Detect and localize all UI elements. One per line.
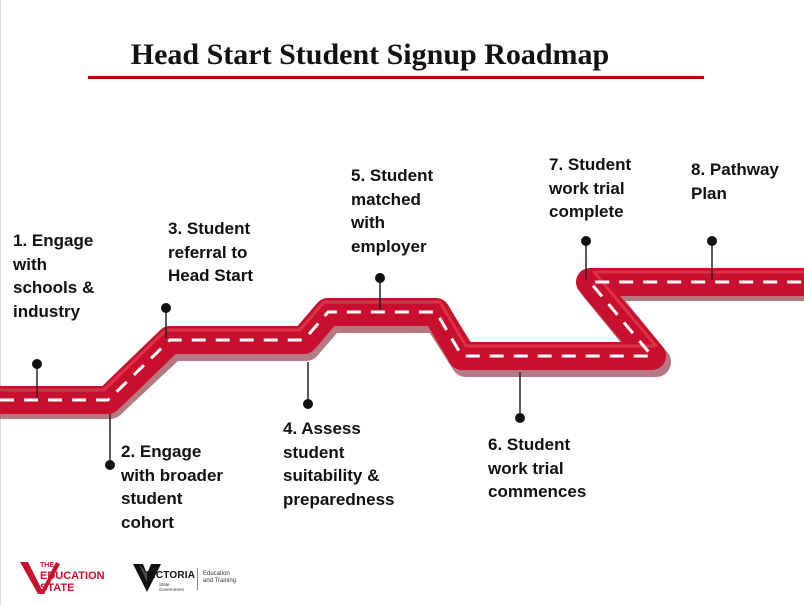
step-label-7: 7. Student work trial complete: [549, 155, 632, 221]
education-state-mark-icon: [20, 562, 60, 594]
step-marker-5: [375, 273, 385, 310]
step-label-2: 2. Engage with broader student cohort: [121, 442, 224, 532]
slide-edge: [0, 0, 1, 605]
education-state-logo: THE EDUCATION STATE: [20, 560, 120, 596]
step-marker-4: [303, 362, 313, 409]
step-label-5: 5. Student matched with employer: [351, 166, 434, 256]
victoria-government-logo: VICTORIA State Government Education and …: [133, 562, 253, 596]
education-state-wordmark: THE EDUCATION STATE: [40, 562, 105, 594]
step-marker-7: [581, 236, 591, 280]
step-label-4: 4. Assess student suitability & prepared…: [283, 419, 395, 509]
step-marker-1: [32, 359, 42, 398]
step-marker-2: [105, 414, 115, 470]
road-edge: [0, 270, 804, 392]
step-label-8: 8. Pathway Plan: [691, 160, 779, 203]
step-label-1: 1. Engage with schools & industry: [13, 231, 95, 321]
victoria-v-icon: [133, 564, 161, 592]
step-marker-6: [515, 372, 525, 423]
step-marker-8: [707, 236, 717, 280]
page-title: Head Start Student Signup Roadmap: [130, 38, 610, 71]
victoria-wordmark: VICTORIA: [146, 570, 196, 581]
victoria-subtitle: State Government: [159, 582, 184, 592]
step-marker-3: [161, 303, 171, 338]
step-label-3: 3. Student referral to Head Start: [168, 219, 254, 285]
road-center-dashes: [0, 280, 804, 402]
step-label-6: 6. Student work trial commences: [488, 435, 587, 501]
logo-divider: [197, 568, 198, 590]
title-underline: [88, 76, 704, 79]
department-name: Education and Training: [203, 571, 237, 584]
